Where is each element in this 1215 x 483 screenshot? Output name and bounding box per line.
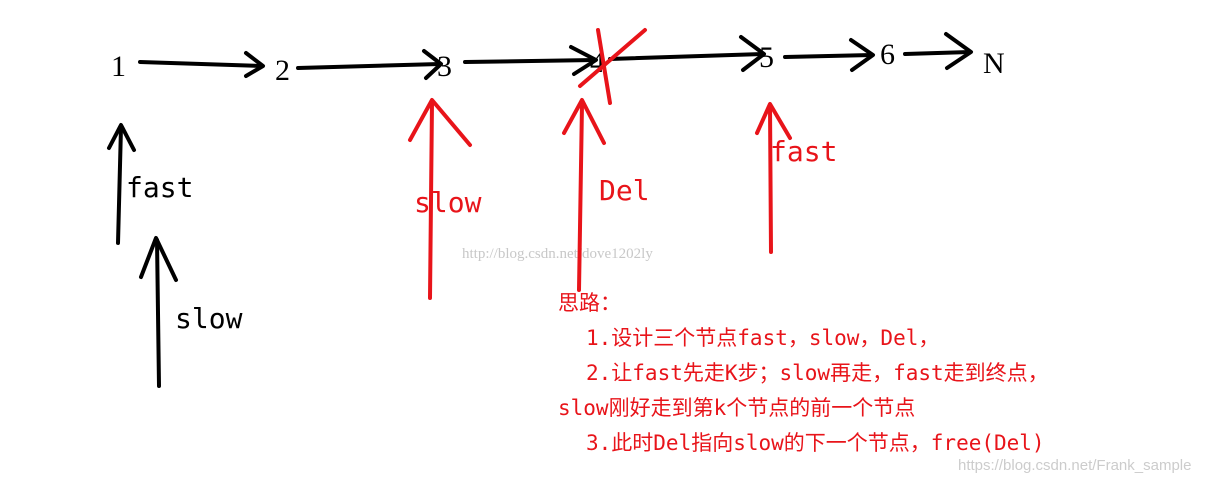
notes-line-3: slow刚好走到第k个节点的前一个节点 xyxy=(558,396,916,420)
fast-initial-arrow xyxy=(107,123,136,245)
slow-initial-label: slow xyxy=(175,302,243,335)
del-arrow xyxy=(562,98,606,292)
delete-cross-mark xyxy=(578,28,647,105)
link-arrow-5-6 xyxy=(783,38,875,72)
slow-final-label: slow xyxy=(414,186,482,219)
slow-final-arrow xyxy=(408,98,472,300)
link-arrow-3-4 xyxy=(463,45,598,76)
link-arrow-2-3 xyxy=(296,49,443,80)
fast-final-label: fast xyxy=(770,135,837,168)
node-null: N xyxy=(983,47,1005,80)
watermark: http://blog.csdn.net/dove1202ly xyxy=(462,246,653,262)
node-6: 6 xyxy=(880,38,895,71)
fast-initial-label: fast xyxy=(126,171,193,204)
fast-final-arrow xyxy=(755,102,792,254)
node-5: 5 xyxy=(759,41,774,74)
link-arrow-6-n xyxy=(903,32,973,70)
node-3: 3 xyxy=(437,50,452,83)
notes-line-1: 1.设计三个节点fast，slow，Del， xyxy=(586,326,940,350)
notes-heading: 思路： xyxy=(558,291,621,315)
node-1: 1 xyxy=(111,50,126,83)
notes-line-4: 3.此时Del指向slow的下一个节点，free(Del) xyxy=(586,431,1045,455)
explanation-notes: 思路： 1.设计三个节点fast，slow，Del， 2.让fast先走K步；s… xyxy=(558,286,1198,461)
node-2: 2 xyxy=(275,54,290,87)
watermark-corner: https://blog.csdn.net/Frank_sample xyxy=(958,457,1191,474)
link-arrow-4-5 xyxy=(608,35,766,72)
notes-line-2: 2.让fast先走K步；slow再走，fast走到终点， xyxy=(586,361,1049,385)
del-label: Del xyxy=(599,174,650,207)
slow-initial-arrow xyxy=(139,236,178,388)
link-arrow-1-2 xyxy=(138,51,265,78)
